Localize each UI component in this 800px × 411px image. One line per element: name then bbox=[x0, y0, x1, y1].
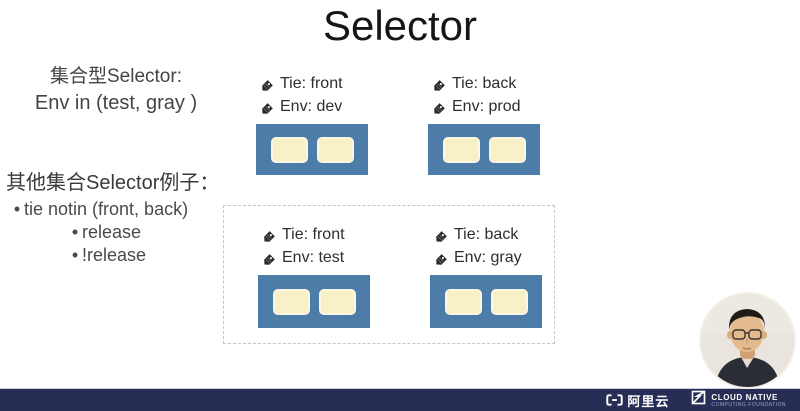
pod-label-tie: Tie: front bbox=[280, 75, 343, 92]
pod-group-bottom-right: Tie: back Env: gray bbox=[430, 223, 542, 328]
bullet-text: tie notin (front, back) bbox=[24, 199, 189, 219]
pod-rect bbox=[430, 275, 542, 328]
cncf-title: CLOUD NATIVE bbox=[711, 392, 778, 402]
other-examples-heading: 其他集合Selector例子： bbox=[6, 172, 220, 194]
container-box bbox=[442, 136, 480, 163]
pod-label-tie: Tie: back bbox=[452, 75, 517, 92]
pod-rect bbox=[258, 275, 370, 328]
container-box bbox=[270, 136, 308, 163]
pod-group-top-right: Tie: back Env: prod bbox=[428, 72, 540, 175]
container-box bbox=[490, 288, 528, 315]
label-line: Env: gray bbox=[430, 246, 542, 269]
pod-label-env: Env: dev bbox=[280, 98, 343, 115]
tag-icon bbox=[260, 100, 273, 114]
presenter-webcam bbox=[701, 294, 794, 387]
selector-example-block: 集合型Selector: Env in (test, gray ) bbox=[0, 64, 232, 116]
slide-title: Selector bbox=[322, 2, 478, 49]
label-line: Tie: front bbox=[256, 72, 368, 95]
label-line: Env: prod bbox=[428, 95, 540, 118]
tag-icon bbox=[432, 100, 445, 114]
bullet-icon: • bbox=[13, 199, 21, 219]
pod-label-env: Env: gray bbox=[454, 249, 522, 266]
bullet-text: release bbox=[82, 222, 142, 242]
list-item: • tie notin (front, back) bbox=[6, 198, 246, 221]
alibaba-cloud-logo: 阿里云 bbox=[606, 391, 669, 410]
container-box bbox=[488, 136, 526, 163]
label-line: Tie: back bbox=[428, 72, 540, 95]
cncf-subtitle: COMPUTING FOUNDATION bbox=[711, 401, 786, 408]
pod-label-tie: Tie: back bbox=[454, 226, 519, 243]
cncf-logo: CLOUD NATIVE COMPUTING FOUNDATION bbox=[691, 390, 786, 410]
cncf-wordmark: CLOUD NATIVE COMPUTING FOUNDATION bbox=[711, 393, 786, 408]
container-box bbox=[318, 288, 356, 315]
container-box bbox=[316, 136, 354, 163]
pod-group-bottom-left: Tie: front Env: test bbox=[258, 223, 370, 328]
tag-icon bbox=[434, 228, 447, 242]
pod-rect bbox=[256, 124, 368, 175]
pod-label-env: Env: test bbox=[282, 249, 345, 266]
footer-bar: 阿里云 CLOUD NATIVE COMPUTING FOUNDATION bbox=[0, 388, 800, 411]
tag-icon bbox=[262, 251, 275, 265]
selection-dashed-frame bbox=[223, 205, 555, 344]
label-line: Env: test bbox=[258, 246, 370, 269]
pod-label-env: Env: prod bbox=[452, 98, 521, 115]
container-box bbox=[272, 288, 310, 315]
tag-icon bbox=[434, 251, 447, 265]
selector-example-heading: 集合型Selector: bbox=[50, 66, 182, 87]
presenter-avatar bbox=[701, 294, 794, 387]
other-examples-block: 其他集合Selector例子： • tie notin (front, back… bbox=[6, 170, 246, 267]
list-item: • release bbox=[6, 221, 246, 244]
pod-group-top-left: Tie: front Env: dev bbox=[256, 72, 368, 175]
list-item: • !release bbox=[6, 244, 246, 267]
label-line: Tie: back bbox=[430, 223, 542, 246]
tag-icon bbox=[432, 77, 445, 91]
tag-icon bbox=[262, 228, 275, 242]
pod-label-tie: Tie: front bbox=[282, 226, 345, 243]
cncf-cube-icon bbox=[691, 390, 706, 410]
alibaba-brackets-icon bbox=[606, 394, 624, 406]
alibaba-cloud-wordmark: 阿里云 bbox=[627, 393, 670, 409]
bullet-icon: • bbox=[71, 245, 79, 265]
label-line: Env: dev bbox=[256, 95, 368, 118]
container-box bbox=[444, 288, 482, 315]
pod-rect bbox=[428, 124, 540, 175]
bullet-text: !release bbox=[82, 245, 147, 265]
tag-icon bbox=[260, 77, 273, 91]
label-line: Tie: front bbox=[258, 223, 370, 246]
bullet-icon: • bbox=[71, 222, 79, 242]
selector-example-expression: Env in (test, gray ) bbox=[34, 92, 198, 114]
